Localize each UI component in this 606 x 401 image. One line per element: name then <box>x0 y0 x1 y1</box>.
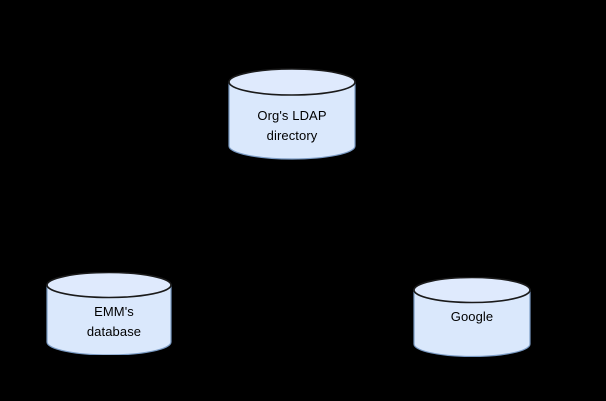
database-cylinder-google[interactable]: Google <box>413 277 531 357</box>
database-cylinder-ldap[interactable]: Org's LDAP directory <box>228 68 356 160</box>
database-cylinder-emm[interactable]: EMM's database <box>46 272 172 355</box>
cylinder-shape-icon <box>228 68 356 160</box>
cylinder-shape-icon <box>46 272 172 355</box>
cylinder-shape-icon <box>413 277 531 357</box>
